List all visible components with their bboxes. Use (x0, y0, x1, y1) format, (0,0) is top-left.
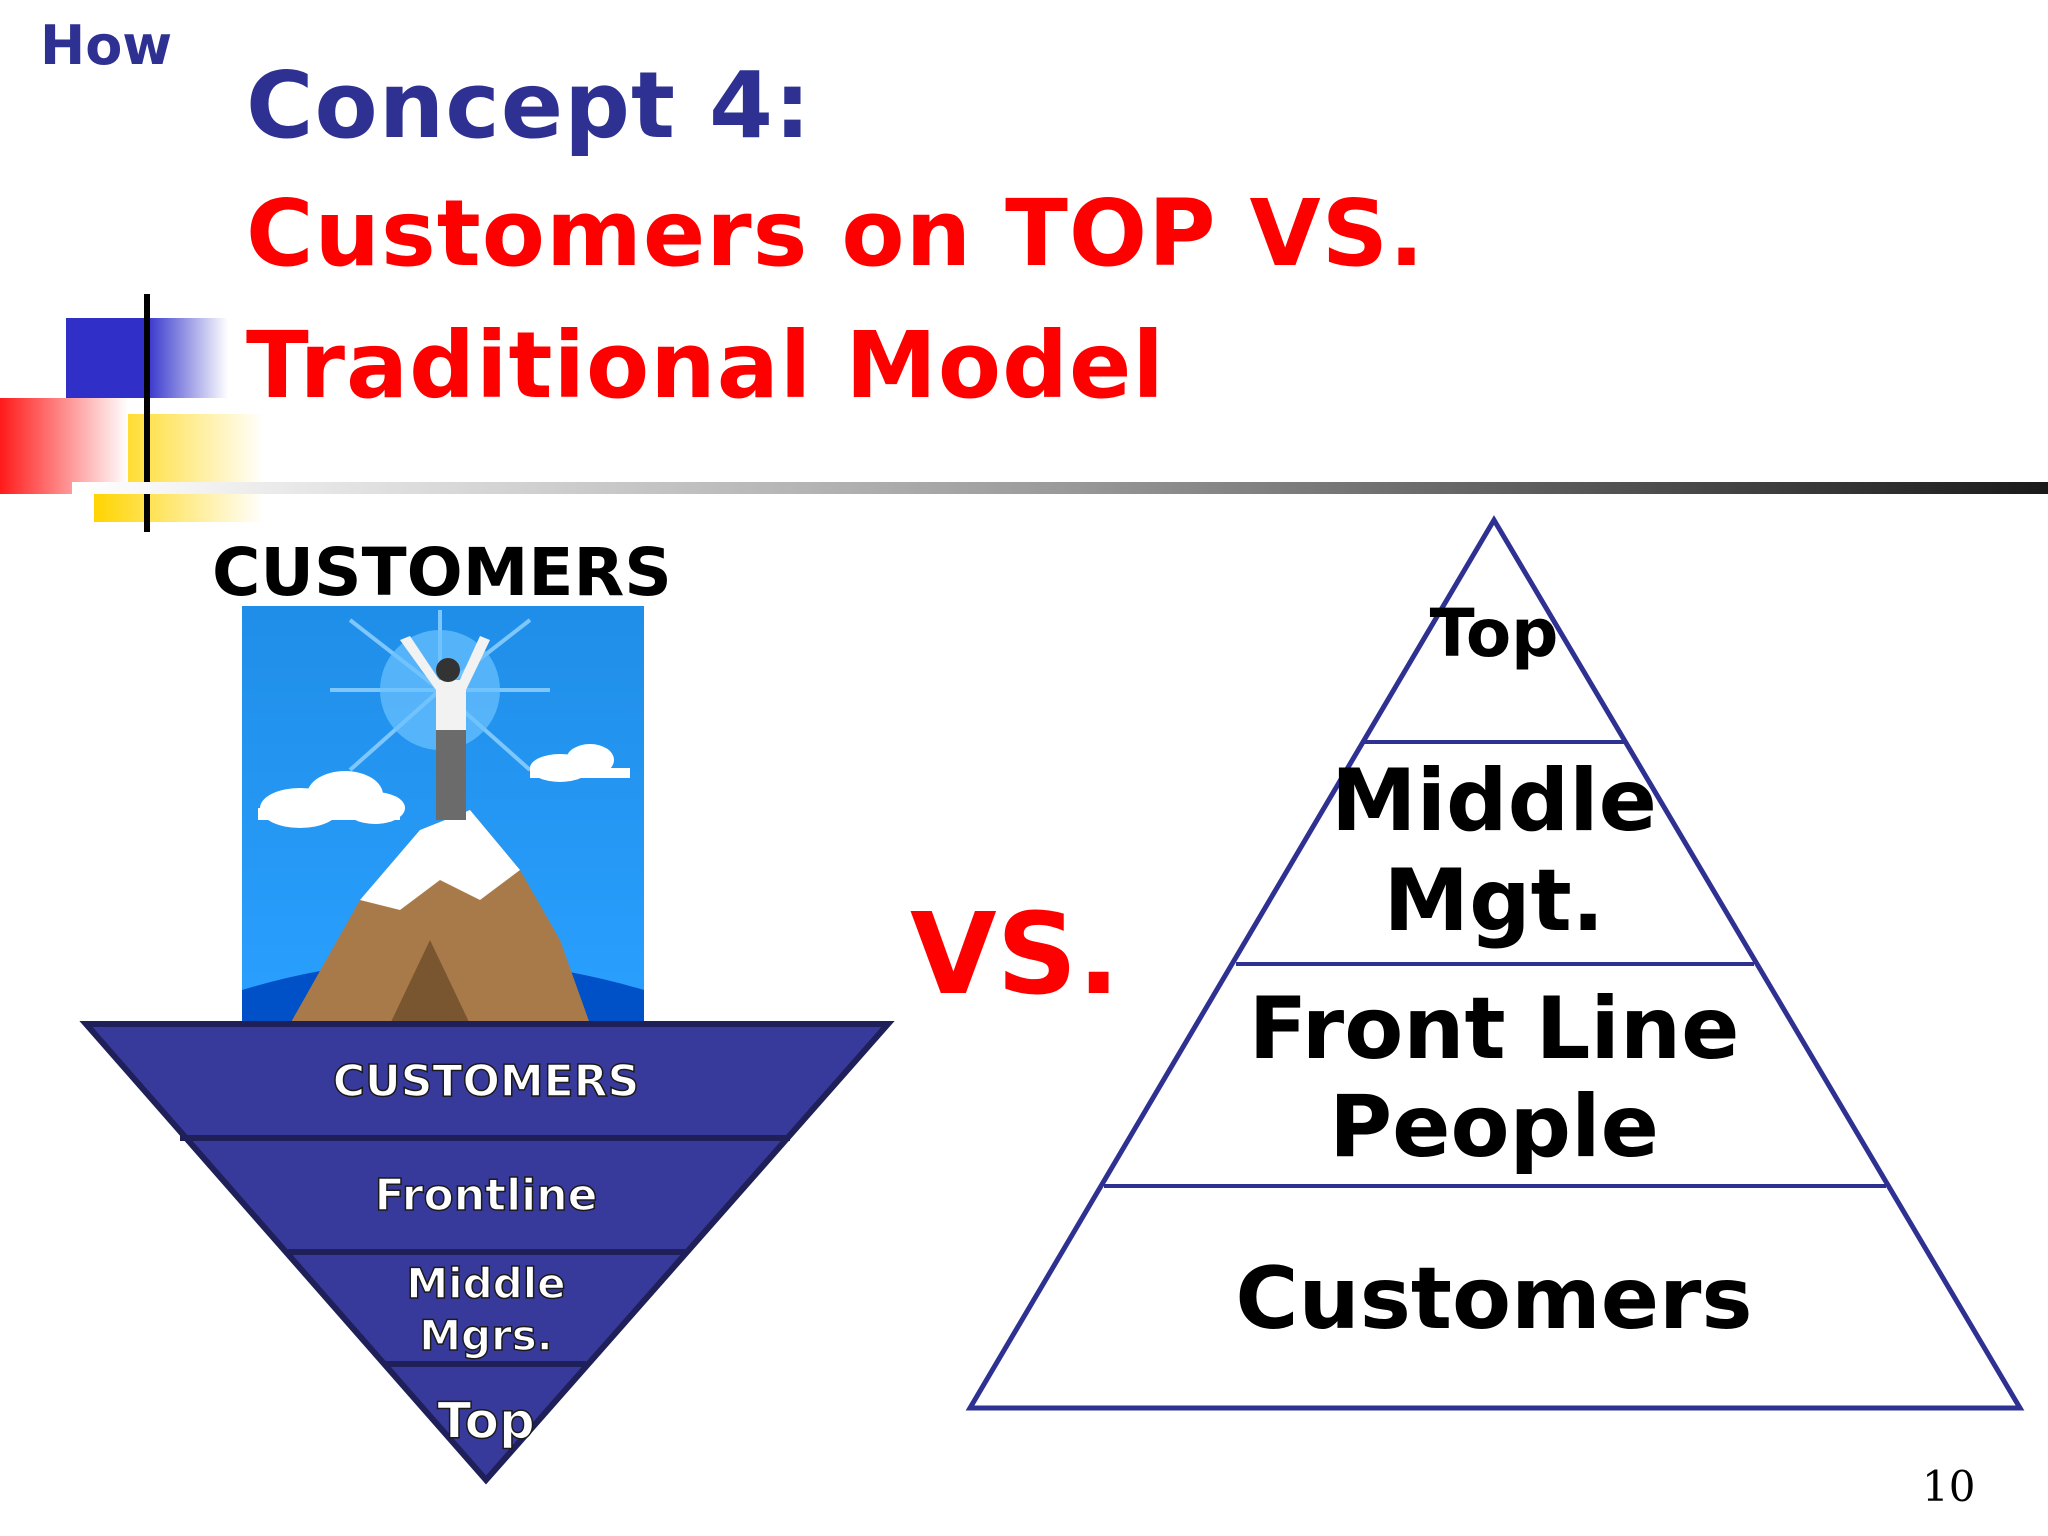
inverted-tier-mgrs: Mgrs. (419, 1311, 553, 1360)
customers-caption: CUSTOMERS (212, 534, 672, 611)
traditional-pyramid: Top Middle Mgt. Front Line People Custom… (965, 515, 2025, 1411)
inverted-tier-frontline: Frontline (375, 1170, 598, 1221)
traditional-tier-middle: Middle (1331, 751, 1657, 851)
slide-title-line-3: Traditional Model (246, 312, 1165, 419)
inverted-tier-middle: Middle (406, 1259, 565, 1308)
inverted-tier-customers: CUSTOMERS (333, 1056, 640, 1107)
summit-picture (242, 606, 644, 1024)
slide-title-line-2: Customers on TOP VS. (246, 180, 1425, 287)
title-rule-line (72, 482, 2048, 494)
inverted-tier-top: Top (437, 1392, 535, 1450)
traditional-tier-customers: Customers (1235, 1249, 1752, 1349)
inverted-pyramid: CUSTOMERS Frontline Middle Mgrs. Top (79, 1021, 895, 1485)
page-number: 10 (1922, 1462, 1976, 1511)
corner-decoration (0, 294, 264, 532)
traditional-tier-mgt: Mgt. (1384, 851, 1605, 951)
traditional-tier-top: Top (1430, 595, 1559, 672)
vs-label: VS. (910, 890, 1120, 1020)
corner-label: How (40, 14, 173, 77)
traditional-tier-front-line: Front Line (1249, 979, 1740, 1079)
traditional-tier-people: People (1329, 1077, 1659, 1177)
slide-title-line-1: Concept 4: (246, 52, 812, 159)
